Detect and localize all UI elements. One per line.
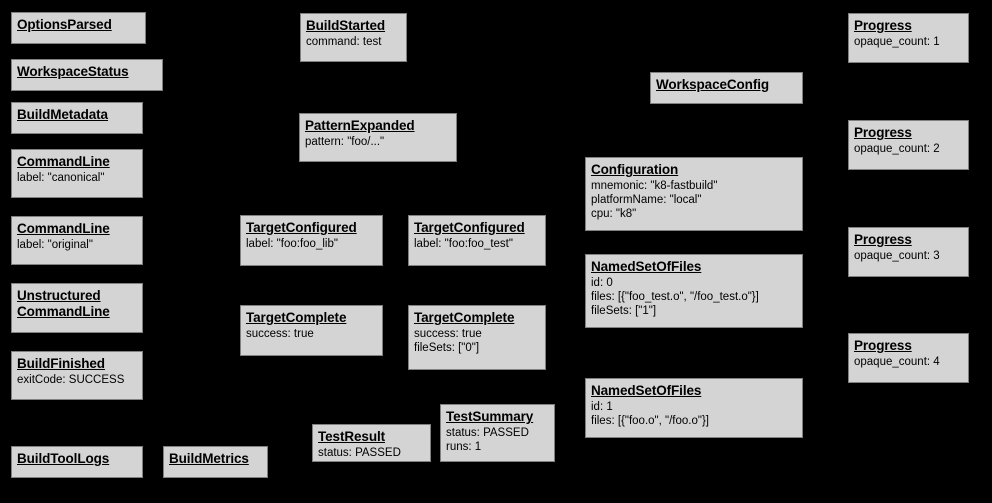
node-property: label: "original" xyxy=(17,239,93,251)
node-title: WorkspaceConfig xyxy=(656,77,770,92)
node-property: cpu: "k8" xyxy=(591,208,637,220)
node-target-complete-test[interactable]: TargetComplete success: true fileSets: ["0… xyxy=(408,305,546,370)
node-title: TestResult xyxy=(318,429,386,444)
node-property: runs: 1 xyxy=(446,441,482,453)
node-property: label: "canonical" xyxy=(17,172,105,184)
node-properties: pattern: "foo/..." xyxy=(305,135,451,149)
node-title: Progress xyxy=(854,18,912,33)
node-property: id: 0 xyxy=(591,277,613,289)
node-properties: success: true fileSets: ["0"] xyxy=(414,327,540,355)
node-property: opaque_count: 4 xyxy=(854,356,940,368)
node-properties: id: 1 files: [{"foo.o", "/foo.o"}] xyxy=(591,400,797,428)
node-properties: success: true xyxy=(246,327,377,341)
node-property: opaque_count: 1 xyxy=(854,36,940,48)
node-title: BuildToolLogs xyxy=(17,451,110,466)
node-properties: opaque_count: 4 xyxy=(854,355,963,369)
node-property: fileSets: ["1"] xyxy=(591,305,657,317)
node-command-line-original[interactable]: CommandLine label: "original" xyxy=(11,216,143,265)
node-title: NamedSetOfFiles xyxy=(591,259,702,274)
node-properties: opaque_count: 2 xyxy=(854,142,963,156)
node-title: BuildFinished xyxy=(17,356,105,371)
node-progress-2[interactable]: Progress opaque_count: 2 xyxy=(848,120,969,170)
node-progress-1[interactable]: Progress opaque_count: 1 xyxy=(848,13,969,63)
node-title: Progress xyxy=(854,338,912,353)
node-title: TargetConfigured xyxy=(414,220,525,235)
node-title: BuildMetadata xyxy=(17,107,108,122)
node-workspace-status[interactable]: WorkspaceStatus xyxy=(11,59,163,91)
node-build-started[interactable]: BuildStarted command: test xyxy=(300,13,407,62)
node-target-configured-test[interactable]: TargetConfigured label: "foo:foo_test" xyxy=(408,215,546,266)
node-properties: label: "foo:foo_test" xyxy=(414,237,540,251)
node-properties: opaque_count: 1 xyxy=(854,35,963,49)
node-property: files: [{"foo.o", "/foo.o"}] xyxy=(591,415,709,427)
node-command-line-canonical[interactable]: CommandLine label: "canonical" xyxy=(11,149,143,198)
node-property: success: true xyxy=(246,328,314,340)
node-progress-4[interactable]: Progress opaque_count: 4 xyxy=(848,333,969,383)
node-property: files: [{"foo_test.o", "/foo_test.o"}] xyxy=(591,291,759,303)
node-title: BuildStarted xyxy=(306,18,386,33)
node-property: mnemonic: "k8-fastbuild" xyxy=(591,180,718,192)
node-title: TargetComplete xyxy=(246,310,347,325)
node-configuration[interactable]: Configuration mnemonic: "k8-fastbuild" pla… xyxy=(585,157,803,231)
node-property: exitCode: SUCCESS xyxy=(17,374,125,386)
node-title: CommandLine xyxy=(17,154,110,169)
node-property: status: PASSED xyxy=(446,427,529,439)
node-property: opaque_count: 3 xyxy=(854,250,940,262)
node-properties: opaque_count: 3 xyxy=(854,249,963,263)
node-properties: label: "canonical" xyxy=(17,171,137,185)
node-progress-3[interactable]: Progress opaque_count: 3 xyxy=(848,227,969,277)
node-properties: exitCode: SUCCESS xyxy=(17,373,137,387)
node-title: PatternExpanded xyxy=(305,118,415,133)
node-unstructured-command-line[interactable]: Unstructured CommandLine xyxy=(11,283,143,333)
node-properties: label: "foo:foo_lib" xyxy=(246,237,377,251)
node-title: TestSummary xyxy=(446,409,534,424)
node-property: pattern: "foo/..." xyxy=(305,136,385,148)
node-test-result[interactable]: TestResult status: PASSED xyxy=(312,424,431,462)
node-property: command: test xyxy=(306,36,382,48)
node-property: id: 1 xyxy=(591,401,613,413)
node-title: Progress xyxy=(854,232,912,247)
node-pattern-expanded[interactable]: PatternExpanded pattern: "foo/..." xyxy=(299,113,457,162)
node-title: WorkspaceStatus xyxy=(17,64,129,79)
node-title: Configuration xyxy=(591,162,679,177)
node-property: success: true xyxy=(414,328,482,340)
node-target-complete-lib[interactable]: TargetComplete success: true xyxy=(240,305,383,356)
node-build-metrics[interactable]: BuildMetrics xyxy=(163,446,268,478)
node-properties: status: PASSED xyxy=(318,446,425,460)
node-property: opaque_count: 2 xyxy=(854,143,940,155)
node-title: TargetComplete xyxy=(414,310,515,325)
node-build-metadata[interactable]: BuildMetadata xyxy=(11,102,143,134)
node-title: Progress xyxy=(854,125,912,140)
node-target-configured-lib[interactable]: TargetConfigured label: "foo:foo_lib" xyxy=(240,215,383,266)
node-properties: command: test xyxy=(306,35,401,49)
node-title: TargetConfigured xyxy=(246,220,357,235)
node-property: label: "foo:foo_test" xyxy=(414,238,513,250)
node-properties: status: PASSED runs: 1 xyxy=(446,426,549,454)
node-build-tool-logs[interactable]: BuildToolLogs xyxy=(11,446,143,478)
node-property: status: PASSED xyxy=(318,447,401,459)
node-property: platformName: "local" xyxy=(591,194,702,206)
node-title: Unstructured CommandLine xyxy=(17,288,110,319)
node-title: BuildMetrics xyxy=(169,451,249,466)
node-test-summary[interactable]: TestSummary status: PASSED runs: 1 xyxy=(440,404,555,462)
node-options-parsed[interactable]: OptionsParsed xyxy=(11,12,146,44)
node-named-set-of-files-1[interactable]: NamedSetOfFiles id: 1 files: [{"foo.o", "/… xyxy=(585,378,803,438)
node-properties: mnemonic: "k8-fastbuild" platformName: "l… xyxy=(591,179,797,221)
node-properties: id: 0 files: [{"foo_test.o", "/foo_test.o… xyxy=(591,276,797,318)
node-build-finished[interactable]: BuildFinished exitCode: SUCCESS xyxy=(11,351,143,400)
node-title: OptionsParsed xyxy=(17,17,112,32)
node-workspace-config[interactable]: WorkspaceConfig xyxy=(650,72,803,104)
node-named-set-of-files-0[interactable]: NamedSetOfFiles id: 0 files: [{"foo_test.o… xyxy=(585,254,803,328)
node-title: CommandLine xyxy=(17,221,110,236)
node-properties: label: "original" xyxy=(17,238,137,252)
node-title: NamedSetOfFiles xyxy=(591,383,702,398)
node-property: label: "foo:foo_lib" xyxy=(246,238,338,250)
node-property: fileSets: ["0"] xyxy=(414,342,480,354)
